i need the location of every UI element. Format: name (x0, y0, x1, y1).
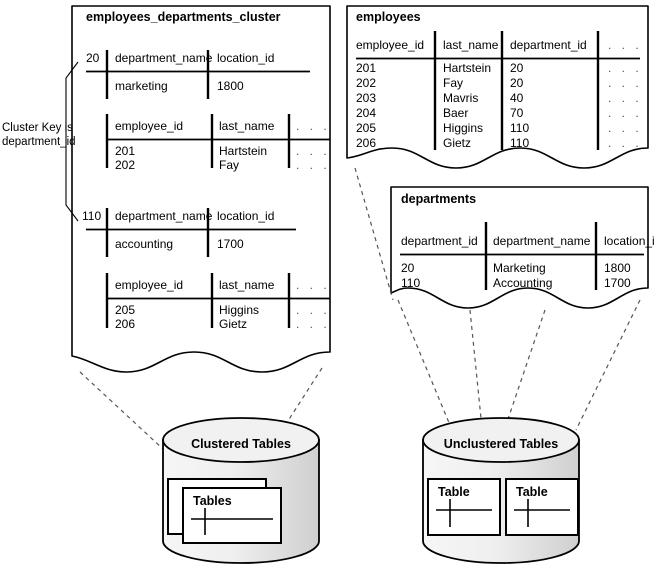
table-cell: 203 (356, 91, 377, 105)
table-cell: 202 (356, 76, 377, 90)
table-cell: Hartstein (443, 61, 492, 75)
clustered-card-label: Tables (193, 494, 232, 508)
cluster-emp-col-more-0: . . . (296, 119, 331, 133)
table-cell: Mavris (443, 91, 479, 105)
departments-col-0: department_id (401, 234, 478, 248)
table-cell: 20 (510, 61, 524, 75)
table-cell: . . . (296, 144, 331, 158)
table-cell: Fay (219, 158, 240, 172)
table-cell: Higgins (443, 121, 484, 135)
table-cell: . . . (608, 76, 643, 90)
table-cell: 40 (510, 91, 524, 105)
table-cell: 206 (356, 136, 377, 150)
table-cell: 204 (356, 106, 377, 120)
cluster-emp-col-lastname-0: last_name (219, 119, 275, 133)
table-cell: Hartstein (219, 144, 268, 158)
cluster-dept-col-name-0: department_name (115, 51, 213, 65)
table-cell: 110 (510, 136, 530, 150)
employees-col-2: department_id (510, 38, 587, 52)
table-cell: 20 (510, 76, 524, 90)
table-cell: . . . (608, 61, 643, 75)
table-cell: . . . (608, 121, 643, 135)
table-cell: Baer (443, 106, 469, 120)
table-cell: . . . (296, 317, 331, 331)
table-cell: 201 (115, 144, 136, 158)
departments-col-1: department_name (493, 234, 591, 248)
table-cell: 206 (115, 317, 136, 331)
cluster-box-title: employees_departments_cluster (86, 10, 281, 24)
departments-table-title: departments (401, 192, 477, 206)
cluster-dept-col-loc-0: location_id (217, 51, 275, 65)
employees-table-title: employees (356, 10, 421, 24)
table-cell: . . . (296, 158, 331, 172)
table-cell: 205 (356, 121, 377, 135)
cluster-key-bracket (65, 61, 79, 222)
table-cell: . . . (608, 91, 643, 105)
cluster-key-value-20: 20 (86, 51, 100, 65)
table-cell: 201 (356, 61, 377, 75)
table-cell: 1700 (604, 276, 631, 290)
employees-box-outline (346, 5, 649, 169)
cluster-emp-col-lastname-1: last_name (219, 278, 275, 292)
cluster-emp-col-id-0: employee_id (115, 119, 184, 133)
cluster-key-value-110: 110 (82, 209, 102, 223)
table-cell: 110 (401, 276, 421, 290)
unclustered-tables-label: Unclustered Tables (443, 437, 559, 451)
table-cell: . . . (608, 106, 643, 120)
table-cell: Gietz (219, 317, 248, 331)
employees-col-3: . . . (608, 38, 643, 52)
unclustered-card-label-1: Table (516, 485, 548, 499)
cluster-emp-col-more-1: . . . (296, 278, 331, 292)
table-cell: . . . (296, 303, 331, 317)
table-cell: 1800 (604, 261, 631, 275)
table-cell: 202 (115, 158, 136, 172)
table-cell: Gietz (443, 136, 472, 150)
table-cell: 110 (510, 121, 530, 135)
table-cell: . . . (608, 136, 643, 150)
cluster-emp-col-id-1: employee_id (115, 278, 184, 292)
table-cell: 1800 (217, 79, 244, 93)
table-cell: Fay (443, 76, 464, 90)
table-cell: accounting (115, 237, 174, 251)
clustered-tables-label: Clustered Tables (191, 437, 291, 451)
table-cell: 1700 (217, 237, 244, 251)
table-cell: Accounting (493, 276, 553, 290)
cluster-key-note-line1: Cluster Key is (2, 122, 73, 134)
employees-col-0: employee_id (356, 38, 425, 52)
departments-col-2: location_id (604, 234, 654, 248)
table-cell: Marketing (493, 261, 546, 275)
employees-col-1: last_name (443, 38, 499, 52)
cluster-dept-col-name-1: department_name (115, 209, 213, 223)
cluster-dept-col-loc-1: location_id (217, 209, 275, 223)
departments-box-outline (390, 186, 649, 309)
table-cell: marketing (115, 79, 168, 93)
table-cell: 70 (510, 106, 524, 120)
connector-lines (79, 167, 641, 453)
unclustered-card-label-0: Table (438, 485, 470, 499)
table-cell: Higgins (219, 303, 260, 317)
cluster-key-note-line2: department_id (2, 136, 76, 148)
table-cell: 20 (401, 261, 415, 275)
table-cell: 205 (115, 303, 136, 317)
cluster-box-outline (71, 5, 331, 373)
